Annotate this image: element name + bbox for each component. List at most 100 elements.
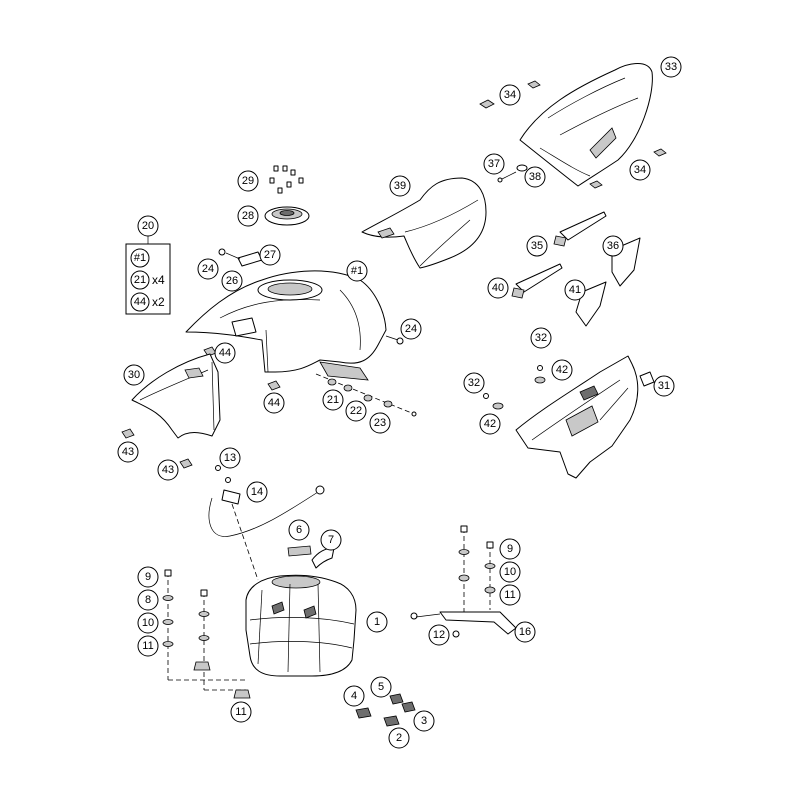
callout-label: 9	[507, 543, 513, 555]
callout-24: 24	[197, 258, 219, 280]
callout-10: 10	[137, 612, 159, 634]
callout-label: 11	[235, 706, 246, 718]
part-gaskets-6-7	[287, 545, 335, 569]
callout-16: 16	[514, 621, 536, 643]
callout-label: 43	[122, 446, 134, 458]
callout-label: 14	[251, 486, 263, 498]
callout-34: 34	[499, 84, 521, 106]
part-seat-bolt	[497, 164, 528, 183]
callout-36: 36	[602, 235, 624, 257]
callout-2: 2	[388, 727, 410, 749]
callout-9: 9	[137, 566, 159, 588]
callout-label: 43	[162, 464, 174, 476]
callout-label: 32	[468, 377, 480, 389]
callout-30: 30	[123, 364, 145, 386]
callout-42: 42	[551, 359, 573, 381]
callout-9: 9	[499, 538, 521, 560]
callout-43: 43	[157, 459, 179, 481]
part-tank-bracket	[410, 525, 517, 638]
callout-label: 10	[504, 566, 516, 578]
callout-label: 10	[142, 617, 154, 629]
callout-44: 44	[214, 342, 236, 364]
callout-label: 11	[504, 589, 515, 601]
callout-label: 44	[219, 347, 231, 359]
kit-item-ref: 44	[134, 296, 146, 308]
part-fuel-cap	[264, 206, 310, 226]
callout-24: 24	[400, 318, 422, 340]
callout-label: 33	[665, 61, 677, 73]
callout-label: 34	[634, 164, 646, 176]
kit-item-3: 44 x2	[130, 292, 165, 312]
callout-label: 6	[296, 524, 302, 536]
callout-label: 26	[226, 275, 238, 287]
callout-11: 11	[230, 701, 252, 723]
callout-label: 38	[529, 171, 541, 183]
part-side-cover-30	[131, 353, 221, 439]
callout-10: 10	[499, 561, 521, 583]
callout-21: 21	[322, 389, 344, 411]
part-passenger-seat	[519, 63, 653, 187]
callout-label: 27	[264, 249, 276, 261]
callout-label: 2	[396, 732, 402, 744]
callout-label: 40	[492, 282, 504, 294]
kit-item-qty: x4	[152, 273, 165, 287]
callout-label: 29	[242, 175, 254, 187]
callout-41: 41	[564, 279, 586, 301]
part-left-fasteners	[162, 569, 251, 699]
callout-5: 5	[370, 676, 392, 698]
part-rear-frame	[483, 355, 655, 479]
callout-3: 3	[413, 710, 435, 732]
part-fasteners-21-23	[315, 373, 417, 417]
callout-label: 44	[268, 397, 280, 409]
kit-box-20: #1 21 x4 44 x2	[125, 236, 171, 315]
part-fuel-tank	[245, 574, 357, 677]
kit-item-ref: 21	[134, 274, 146, 286]
callout-label: 34	[504, 89, 516, 101]
callout-label: 36	[607, 240, 619, 252]
callout-label: 21	[327, 394, 339, 406]
callout-label: 5	[378, 681, 384, 693]
callout-23: 23	[369, 412, 391, 434]
callout-label: #1	[351, 265, 363, 277]
callout-ref-1: #1	[346, 260, 368, 282]
callout-4: 4	[343, 685, 365, 707]
callout-42: 42	[479, 413, 501, 435]
kit-item-qty: x2	[152, 295, 165, 309]
callout-label: 41	[569, 284, 581, 296]
callout-label: 39	[394, 180, 406, 192]
callout-1: 1	[366, 611, 388, 633]
callout-44: 44	[263, 392, 285, 414]
callout-label: 12	[433, 629, 445, 641]
part-clips-44	[203, 346, 281, 391]
callout-label: 24	[405, 323, 417, 335]
part-rider-seat	[361, 177, 487, 269]
callout-14: 14	[246, 481, 268, 503]
callout-label: 3	[421, 715, 427, 727]
callout-29: 29	[237, 170, 259, 192]
kit-item-2: 21 x4	[130, 270, 165, 290]
callout-32: 32	[463, 372, 485, 394]
callout-11: 11	[499, 584, 521, 606]
callout-31: 31	[653, 375, 675, 397]
callout-label: 13	[224, 452, 236, 464]
callout-label: 37	[488, 158, 500, 170]
part-tank-cover	[185, 270, 387, 381]
callout-26: 26	[221, 270, 243, 292]
callout-27: 27	[259, 244, 281, 266]
callout-label: 23	[374, 417, 386, 429]
callout-33: 33	[660, 56, 682, 78]
callout-43: 43	[117, 441, 139, 463]
callout-label: 22	[350, 405, 362, 417]
callout-20: 20	[137, 215, 159, 237]
kit-item-ref: #1	[134, 252, 146, 264]
callout-label: 42	[484, 418, 496, 430]
callout-label: 7	[328, 534, 334, 546]
part-seat-clips	[479, 80, 667, 189]
callout-label: 32	[535, 332, 547, 344]
callout-8: 8	[137, 589, 159, 611]
part-screw-24	[385, 335, 404, 345]
callout-12: 12	[428, 624, 450, 646]
callout-label: 42	[556, 364, 568, 376]
callout-label: 30	[128, 369, 140, 381]
